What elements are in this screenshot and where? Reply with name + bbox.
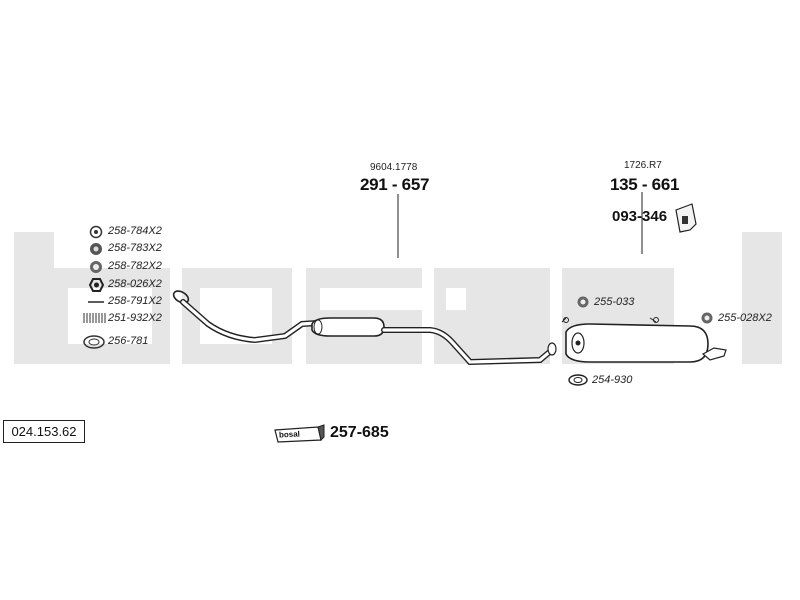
grommet-icon (90, 243, 102, 255)
fitting-label: 258-782X2 (108, 260, 162, 272)
fitting-label: 251-932X2 (108, 312, 162, 324)
bosal-watermark (14, 232, 782, 364)
rear-fitting-label: 254-930 (592, 374, 633, 386)
kit-brand: bosal (278, 429, 301, 440)
ring-icon (90, 261, 102, 273)
catalog-number: 024.153.62 (3, 420, 85, 443)
spring-icon (83, 313, 106, 323)
rear-part-number: 135 - 661 (610, 175, 680, 194)
fitting-label: 258-784X2 (108, 225, 162, 237)
hanger-icon (701, 312, 713, 324)
bracket-icon (675, 203, 697, 233)
rear-fitting-label: 255-033 (594, 296, 635, 308)
fitting-label: 258-783X2 (108, 242, 162, 254)
washer-icon (89, 225, 103, 239)
middle-silencer (311, 317, 557, 366)
fitting-label: 258-026X2 (108, 278, 162, 290)
bracket-part-number: 093-346 (612, 208, 668, 225)
gasket-rear-icon (568, 374, 588, 386)
middle-part-number: 291 - 657 (360, 175, 430, 194)
kit-part-number: 257-685 (330, 424, 389, 441)
rear-ref: 1726.R7 (624, 160, 662, 171)
kit-box-icon (274, 424, 325, 443)
middle-ref: 9604.1778 (370, 162, 418, 173)
rear-fitting-label: 255-028X2 (718, 312, 772, 324)
nut-icon (88, 278, 105, 292)
front-pipe (172, 290, 321, 344)
fitting-label: 256-781 (108, 335, 149, 347)
clamp-icon (577, 296, 589, 308)
gasket-icon (83, 335, 105, 349)
rear-silencer (561, 317, 727, 363)
fitting-label: 258-791X2 (108, 295, 162, 307)
